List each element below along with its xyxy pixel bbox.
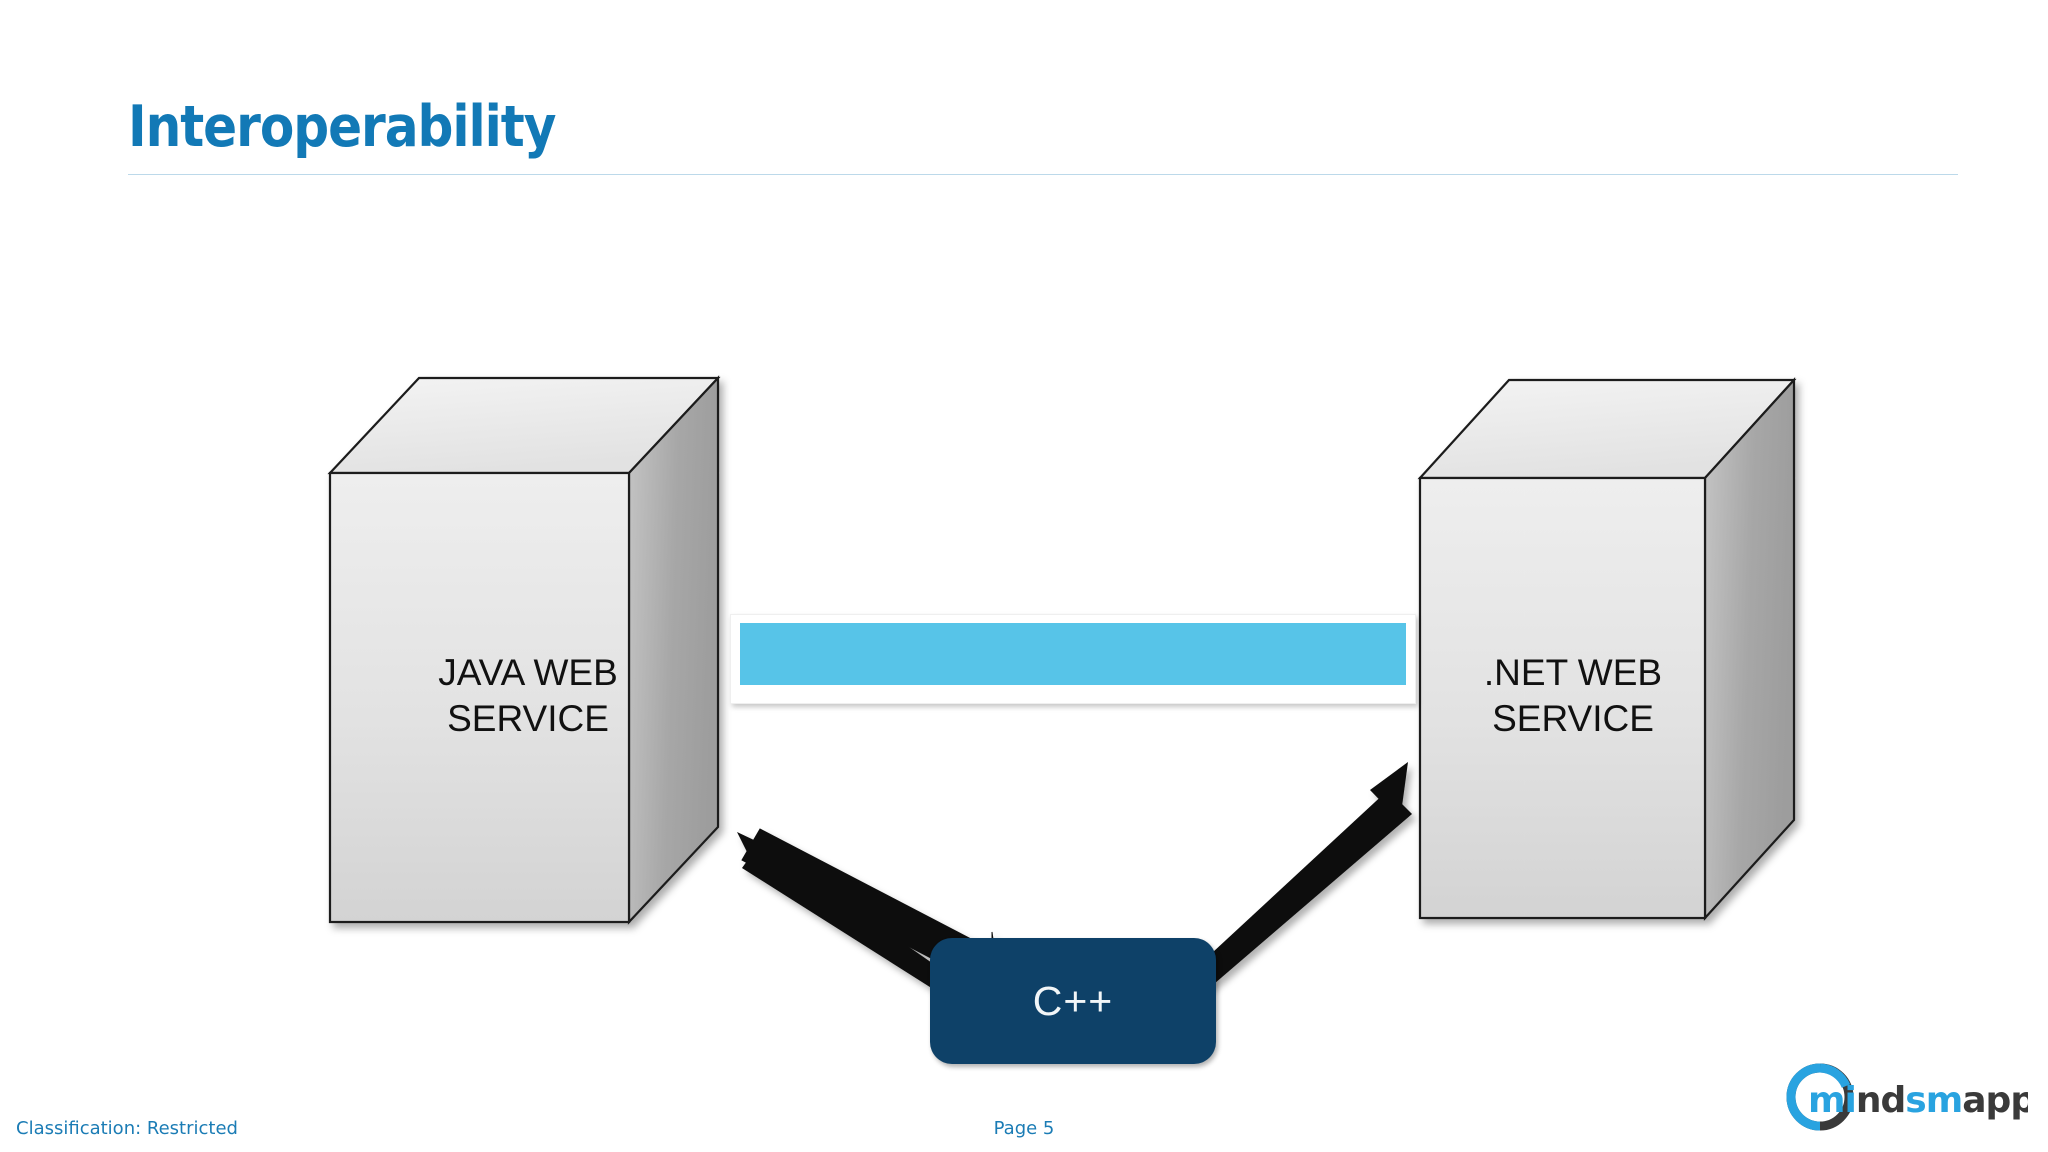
cpp-bridge-box: C++: [930, 938, 1216, 1064]
java-web-service-cube: JAVA WEB SERVICE: [318, 360, 738, 950]
mindsmapped-logo-mark: mindsmapped: [1786, 1063, 2028, 1131]
page-title: Interoperability: [128, 94, 556, 160]
logo-circle-icon: [1786, 1063, 1854, 1131]
footer-classification: Classification: Restricted: [16, 1118, 238, 1139]
java-cube-shape: [327, 375, 721, 925]
connector-bar: [740, 623, 1406, 685]
mindsmapped-logo: mindsmapped: [1778, 1058, 2028, 1136]
title-underline-rule: [128, 174, 1958, 175]
dotnet-web-service-cube: .NET WEB SERVICE: [1408, 360, 1808, 950]
title-block: Interoperability: [128, 96, 1958, 178]
connector-bar-frame: [730, 614, 1416, 704]
footer-page-number: Page 5: [993, 1118, 1055, 1139]
dotnet-cube-shape: [1417, 377, 1797, 921]
cpp-label: C++: [1032, 977, 1114, 1024]
svg-text:mindsmapped: mindsmapped: [1808, 1080, 2028, 1121]
